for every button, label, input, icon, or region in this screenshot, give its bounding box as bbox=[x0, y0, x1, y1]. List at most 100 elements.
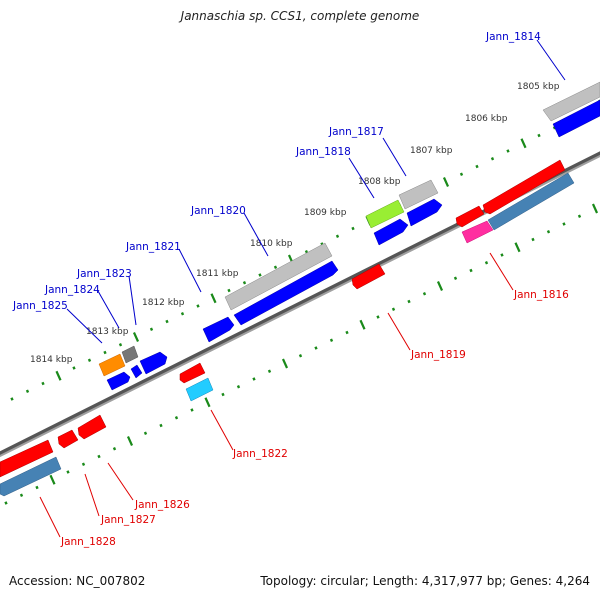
gene-jann-1824[interactable] bbox=[139, 351, 168, 375]
gene-label-jann-1822[interactable]: Jann_1822 bbox=[232, 448, 288, 460]
minor-tick bbox=[506, 149, 510, 153]
minor-tick bbox=[422, 292, 427, 296]
forward-genes bbox=[98, 81, 600, 391]
major-tick bbox=[55, 370, 62, 381]
gene-label-jann-1828[interactable]: Jann_1828 bbox=[60, 536, 116, 548]
minor-tick bbox=[335, 234, 340, 238]
gene-label-jann-1819[interactable]: Jann_1819 bbox=[410, 349, 466, 361]
minor-tick bbox=[112, 447, 117, 451]
minor-tick bbox=[196, 304, 200, 308]
major-tick bbox=[126, 436, 134, 446]
gene-jann-1828[interactable] bbox=[0, 456, 62, 497]
gene-jann-1814[interactable] bbox=[542, 81, 600, 122]
minor-tick bbox=[391, 307, 396, 311]
minor-tick bbox=[537, 133, 541, 138]
major-tick bbox=[359, 319, 366, 330]
kbp-label: 1805 kbp bbox=[517, 82, 560, 92]
minor-tick bbox=[329, 338, 334, 342]
gene-label-jann-1827[interactable]: Jann_1827 bbox=[100, 514, 156, 526]
topology-text: Topology: circular; Length: 4,317,977 bp… bbox=[260, 574, 590, 588]
gene-red-top-right[interactable] bbox=[482, 159, 566, 215]
gene-jann-1820[interactable] bbox=[224, 242, 333, 311]
minor-tick bbox=[407, 299, 411, 304]
kbp-label: 1807 kbp bbox=[410, 146, 453, 156]
gene-jann-1816[interactable] bbox=[461, 220, 494, 244]
gene-red-mid[interactable] bbox=[179, 362, 206, 384]
minor-tick bbox=[345, 330, 349, 335]
gene-blue-1815[interactable] bbox=[552, 99, 600, 138]
gene-label-jann-1824[interactable]: Jann_1824 bbox=[44, 284, 100, 296]
minor-tick bbox=[72, 366, 76, 370]
minor-tick bbox=[118, 343, 123, 347]
minor-tick bbox=[143, 431, 148, 435]
gene-label-jann-1826[interactable]: Jann_1826 bbox=[134, 499, 190, 511]
gene-jann-1827[interactable] bbox=[57, 429, 79, 449]
minor-tick bbox=[35, 485, 39, 490]
minor-tick bbox=[453, 276, 458, 280]
gene-label-jann-1821[interactable]: Jann_1821 bbox=[125, 241, 181, 253]
kbp-label: 1806 kbp bbox=[465, 114, 508, 124]
gene-label-jann-1816[interactable]: Jann_1816 bbox=[513, 289, 569, 301]
minor-tick bbox=[376, 315, 380, 319]
gene-blue-e[interactable] bbox=[106, 371, 131, 391]
major-tick bbox=[132, 332, 140, 342]
major-tick bbox=[49, 474, 56, 485]
gene-label-jann-1820[interactable]: Jann_1820 bbox=[190, 205, 246, 217]
gene-blue-c[interactable] bbox=[202, 316, 235, 343]
minor-tick bbox=[490, 157, 495, 161]
gene-label-jann-1818[interactable]: Jann_1818 bbox=[295, 146, 351, 158]
minor-tick bbox=[4, 501, 8, 505]
gene-blue-b[interactable] bbox=[373, 218, 409, 246]
gene-blue-d[interactable] bbox=[130, 364, 143, 379]
reverse-gene-text: Jann_1816 Jann_1819 Jann_1822 Jann_1826 … bbox=[60, 289, 569, 548]
minor-tick bbox=[314, 346, 318, 350]
major-tick bbox=[442, 177, 450, 187]
major-tick bbox=[281, 358, 289, 369]
gene-label-jann-1825[interactable]: Jann_1825 bbox=[12, 300, 68, 312]
kbp-label: 1808 kbp bbox=[358, 177, 401, 187]
minor-tick bbox=[66, 470, 70, 474]
gene-jann-1817[interactable] bbox=[398, 179, 439, 210]
accession-text: Accession: NC_007802 bbox=[9, 574, 146, 588]
minor-tick bbox=[159, 423, 163, 428]
inner-tick-track bbox=[4, 203, 599, 505]
gene-red-small-right[interactable] bbox=[455, 205, 485, 228]
major-tick bbox=[591, 203, 599, 214]
gene-label-jann-1814[interactable]: Jann_1814 bbox=[485, 31, 541, 43]
minor-tick bbox=[180, 312, 185, 316]
minor-tick bbox=[25, 389, 30, 393]
major-tick bbox=[210, 293, 217, 304]
major-tick bbox=[514, 242, 521, 253]
gene-jann-1821[interactable] bbox=[233, 260, 339, 326]
minor-tick bbox=[562, 222, 566, 226]
kbp-label: 1812 kbp bbox=[142, 298, 185, 308]
minor-tick bbox=[500, 253, 504, 257]
gene-jann-1825[interactable] bbox=[98, 353, 126, 377]
gene-label-jann-1817[interactable]: Jann_1817 bbox=[328, 126, 384, 138]
minor-tick bbox=[81, 462, 86, 466]
minor-tick bbox=[258, 273, 262, 277]
gene-jann-1819[interactable] bbox=[351, 263, 386, 290]
forward-gene-labels bbox=[66, 39, 566, 344]
kbp-label: 1814 kbp bbox=[30, 355, 73, 365]
minor-tick bbox=[531, 237, 535, 242]
minor-tick bbox=[19, 493, 24, 497]
minor-tick bbox=[10, 397, 14, 401]
minor-tick bbox=[103, 350, 107, 355]
gene-jann-1823[interactable] bbox=[121, 345, 139, 364]
gene-blue-a[interactable] bbox=[406, 198, 443, 227]
gene-jann-1818[interactable] bbox=[365, 199, 405, 229]
minor-tick bbox=[149, 327, 154, 331]
minor-tick bbox=[242, 281, 247, 285]
gene-steelblue-top-right[interactable] bbox=[487, 172, 575, 231]
gene-label-jann-1823[interactable]: Jann_1823 bbox=[76, 268, 132, 280]
minor-tick bbox=[236, 385, 241, 389]
gene-jann-1822[interactable] bbox=[185, 377, 214, 402]
minor-tick bbox=[165, 319, 169, 324]
reverse-gene-labels bbox=[39, 252, 514, 538]
minor-tick bbox=[221, 392, 225, 397]
major-tick bbox=[204, 397, 211, 408]
gene-jann-1826[interactable] bbox=[77, 414, 107, 440]
gene-red-bottom-left[interactable] bbox=[0, 439, 54, 478]
